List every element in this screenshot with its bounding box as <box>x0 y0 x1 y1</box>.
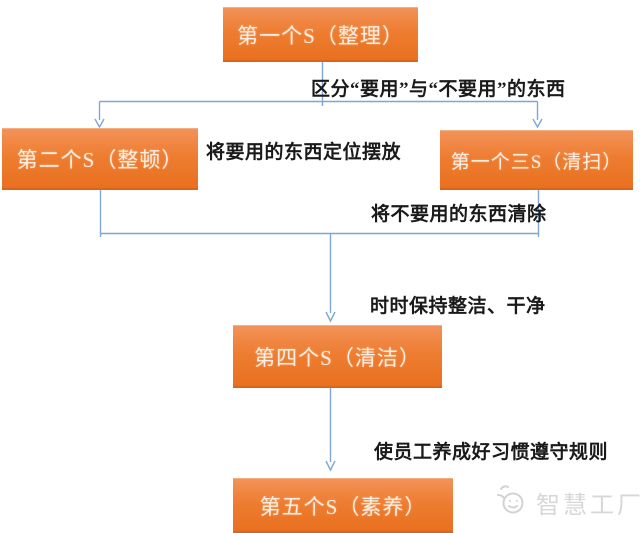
arrowhead-to-s4 <box>325 311 336 323</box>
smiley-face-icon <box>494 481 532 524</box>
node-s4-seiketsu: 第四个S（清洁） <box>233 325 442 388</box>
annotation-place-needed-items: 将要用的东西定位摆放 <box>206 142 402 163</box>
arrowhead-to-s3 <box>532 118 543 129</box>
node-s5-shitsuke: 第五个S（素养） <box>233 478 453 533</box>
annotation-remove-unneeded-items: 将不要用的东西清除 <box>371 204 547 225</box>
annotation-build-habits: 使员工养成好习惯遵守规则 <box>374 442 609 463</box>
arrowhead-to-s5 <box>325 460 336 472</box>
arrowhead-to-s2 <box>94 118 105 129</box>
node-s1-seiri: 第一个S（整理） <box>223 7 418 62</box>
annotation-keep-clean: 时时保持整洁、干净 <box>370 296 546 317</box>
node-s2-seiton: 第二个S（整顿） <box>2 128 198 190</box>
watermark: 智慧工厂 <box>494 481 640 524</box>
watermark-text: 智慧工厂 <box>536 492 640 519</box>
node-s3-seiso: 第一个三S（清扫） <box>440 130 633 190</box>
annotation-sort-criteria: 区分“要用”与“不要用”的东西 <box>311 79 566 100</box>
